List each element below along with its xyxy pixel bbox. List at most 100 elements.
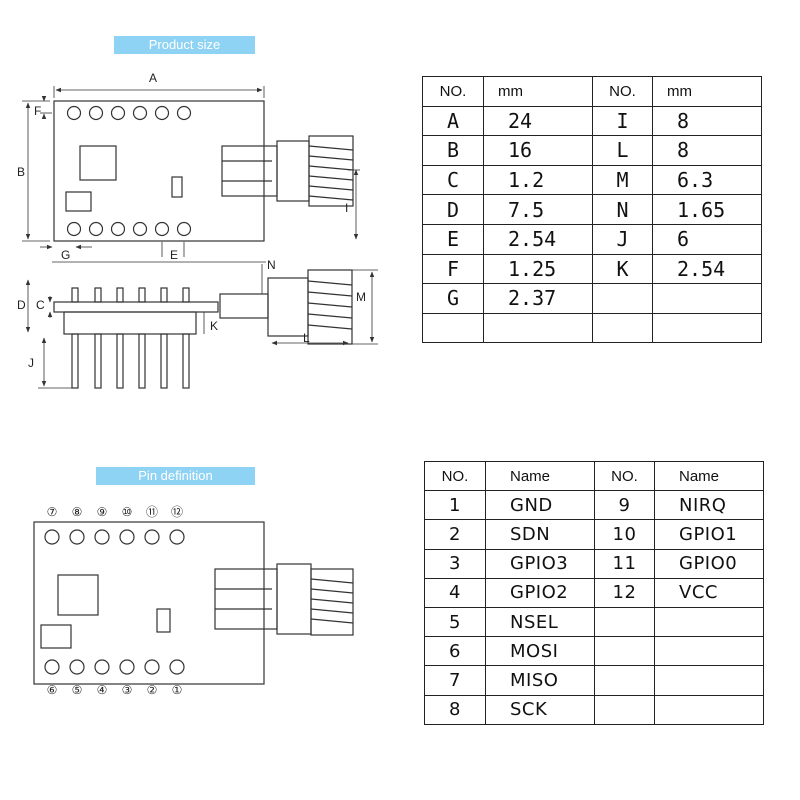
pin-crystal xyxy=(40,624,72,649)
dim-value xyxy=(652,312,762,344)
top-view-labels: A B F I G E xyxy=(17,71,348,262)
header-no: NO. xyxy=(422,76,484,107)
dim-value: 24 xyxy=(483,105,593,137)
dim-key: D xyxy=(422,194,484,225)
pin-number: 1 xyxy=(424,490,486,521)
pin-number: 8 xyxy=(424,694,486,725)
dimension-table: NO. mm NO. mm A 24 I 8 B 16 L 8 C 1.2 M … xyxy=(422,76,762,344)
sma-connector xyxy=(221,135,354,207)
pin-marker-8: ⑧ xyxy=(72,505,83,519)
pin-marker-7: ⑦ xyxy=(47,505,58,519)
dim-key: M xyxy=(592,164,653,196)
dim-value xyxy=(652,283,762,314)
dim-value: 7.5 xyxy=(483,194,593,225)
header-mm: mm xyxy=(652,76,762,107)
pin-sma xyxy=(214,563,354,636)
bottom-pad-row xyxy=(66,221,192,237)
pin-view xyxy=(33,521,354,685)
pin-number: 11 xyxy=(594,548,655,579)
table-row: D 7.5 N 1.65 xyxy=(422,194,762,225)
dim-value: 2.54 xyxy=(483,223,593,255)
table-row: G 2.37 xyxy=(422,283,762,314)
dim-value xyxy=(483,312,593,344)
dim-value: 6 xyxy=(652,223,762,255)
dim-key: K xyxy=(592,253,653,285)
pin-definition-banner: Pin definition xyxy=(96,467,255,485)
table-row: 8 SCK xyxy=(424,694,764,725)
chip xyxy=(79,145,117,181)
table-row: 4 GPIO2 12 VCC xyxy=(424,577,764,608)
pin-name: NSEL xyxy=(485,606,595,638)
side-view xyxy=(25,261,378,389)
pin-name xyxy=(654,606,764,638)
table-row: 2 SDN 10 GPIO1 xyxy=(424,519,764,550)
table-row: B 16 L 8 xyxy=(422,135,762,166)
table-row: 3 GPIO3 11 GPIO0 xyxy=(424,548,764,579)
pin-name xyxy=(654,636,764,667)
pin-marker-5: ⑤ xyxy=(72,683,83,697)
label-J: J xyxy=(28,356,34,370)
pin-name: GPIO3 xyxy=(485,548,595,579)
dim-value: 1.25 xyxy=(483,253,593,285)
pin-marker-10: ⑩ xyxy=(122,505,133,519)
header-pins-upper xyxy=(71,287,190,303)
pin-number: 7 xyxy=(424,665,486,696)
pin-table-header: NO. Name NO. Name xyxy=(424,460,764,492)
dim-key: I xyxy=(592,105,653,137)
pin-name: SDN xyxy=(485,519,595,550)
dim-value: 2.37 xyxy=(483,283,593,314)
dim-value: 8 xyxy=(652,105,762,137)
pin-number-markers-bottom: ⑥ ⑤ ④ ③ ② ① xyxy=(47,683,183,697)
pin-marker-12: ⑫ xyxy=(171,505,183,519)
label-D: D xyxy=(17,298,26,312)
pin-name: GND xyxy=(485,490,595,521)
pin-name: GPIO1 xyxy=(654,519,764,550)
label-I: I xyxy=(345,201,348,215)
pin-marker-6: ⑥ xyxy=(47,683,58,697)
pin-pads-top xyxy=(44,529,185,545)
pin-passive xyxy=(156,608,171,633)
pin-number: 9 xyxy=(594,490,655,521)
pin-number xyxy=(594,694,655,725)
header-no: NO. xyxy=(592,76,653,107)
pin-number: 4 xyxy=(424,577,486,608)
label-L: L xyxy=(303,331,310,345)
label-M: M xyxy=(356,290,366,304)
label-E: E xyxy=(170,248,178,262)
pin-name: VCC xyxy=(654,577,764,608)
pin-chip xyxy=(57,574,99,616)
dim-key: B xyxy=(422,135,484,166)
header-name: Name xyxy=(485,460,595,492)
dim-key: J xyxy=(592,223,653,255)
pcb-edge xyxy=(53,301,219,313)
table-row: F 1.25 K 2.54 xyxy=(422,253,762,285)
pin-name: SCK xyxy=(485,694,595,725)
header-no: NO. xyxy=(594,460,655,492)
pin-number: 6 xyxy=(424,636,486,667)
table-row: 1 GND 9 NIRQ xyxy=(424,490,764,521)
label-A: A xyxy=(149,71,157,85)
pin-marker-9: ⑨ xyxy=(97,505,108,519)
dim-key: L xyxy=(592,135,653,166)
pin-table: NO. Name NO. Name 1 GND 9 NIRQ 2 SDN 10 … xyxy=(424,460,764,725)
header-mm: mm xyxy=(483,76,593,107)
dim-key: A xyxy=(422,105,484,137)
pin-number: 5 xyxy=(424,606,486,638)
dim-key xyxy=(592,312,653,344)
top-pad-row xyxy=(66,105,192,121)
pin-number-markers-top: ⑦ ⑧ ⑨ ⑩ ⑪ ⑫ xyxy=(47,505,183,519)
passive-component xyxy=(171,176,183,198)
table-row: C 1.2 M 6.3 xyxy=(422,164,762,196)
pin-name xyxy=(654,665,764,696)
pin-number xyxy=(594,665,655,696)
top-view xyxy=(22,86,360,257)
dim-key: C xyxy=(422,164,484,196)
dim-key: F xyxy=(422,253,484,285)
dim-key: E xyxy=(422,223,484,255)
pin-marker-1: ① xyxy=(172,683,183,697)
pin-name: NIRQ xyxy=(654,490,764,521)
pin-number: 3 xyxy=(424,548,486,579)
dimension-table-header: NO. mm NO. mm xyxy=(422,76,762,107)
pin-header xyxy=(63,311,197,335)
